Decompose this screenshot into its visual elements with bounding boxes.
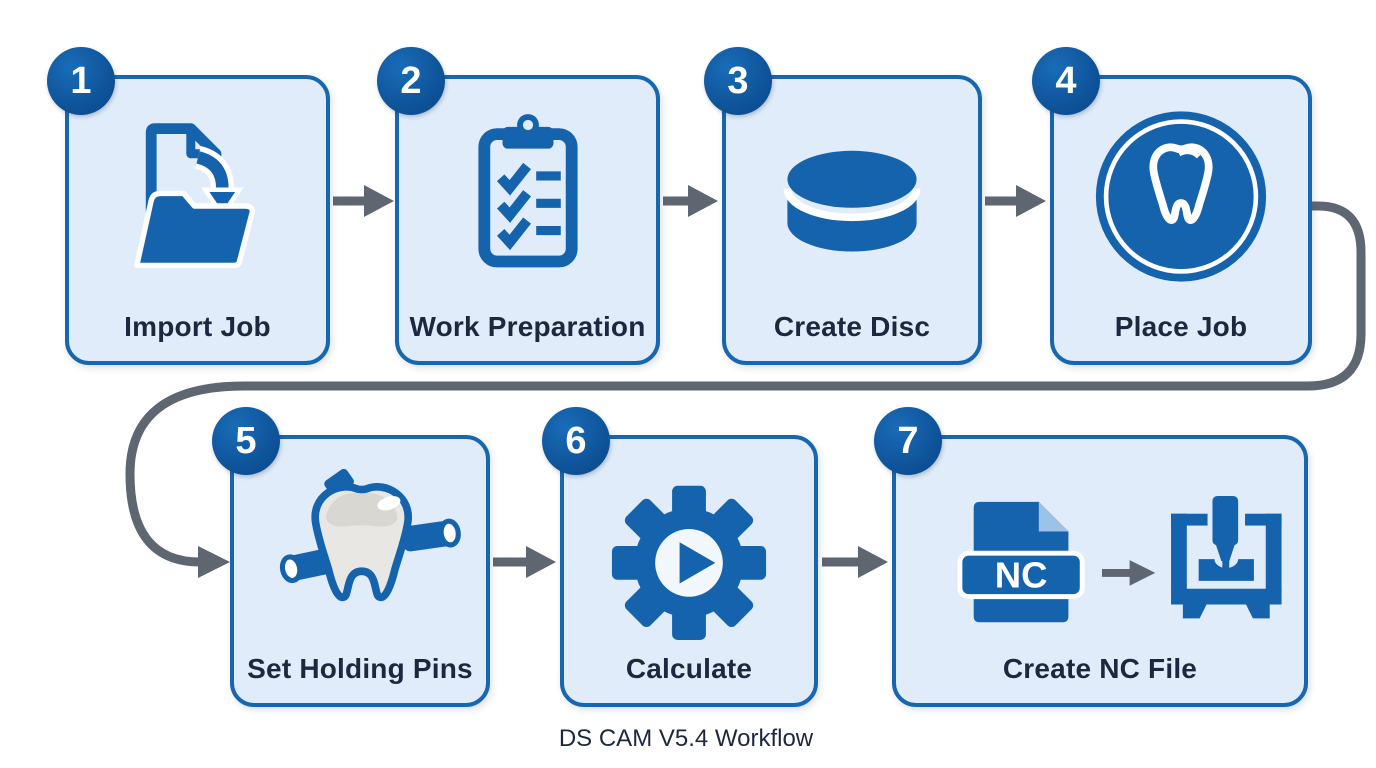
milling-machine-icon xyxy=(1171,495,1282,619)
step-card-calculate: 6 xyxy=(542,407,818,707)
step-number-badge: 6 xyxy=(542,407,610,475)
arrow-step5-step6 xyxy=(493,546,556,578)
arrow-step3-step4 xyxy=(985,185,1046,217)
step-number-badge: 3 xyxy=(704,47,772,115)
gear-play-icon xyxy=(611,485,767,640)
step-card-set-holding-pins: 5 Set Holding Pins xyxy=(212,407,490,707)
step-label: Import Job xyxy=(124,311,271,342)
nc-file-to-machine-icon: NC xyxy=(957,495,1282,623)
arrow-step2-step3 xyxy=(663,185,718,217)
step-number-badge: 5 xyxy=(212,407,280,475)
step-card-create-nc-file: 7 NC xyxy=(874,407,1308,707)
arrow-step6-step7 xyxy=(822,546,888,578)
arrow-step1-step2 xyxy=(333,185,394,217)
import-job-icon xyxy=(133,123,255,269)
step-label: Place Job xyxy=(1114,311,1248,342)
step-card-create-disc: 3 Create Disc xyxy=(704,47,982,365)
step-label: Work Preparation xyxy=(409,311,646,342)
disc-icon xyxy=(783,150,921,252)
diagram-title: DS CAM V5.4 Workflow xyxy=(558,725,814,752)
step-card-place-job: 4 Place Job xyxy=(1032,47,1312,365)
clipboard-checklist-icon xyxy=(477,114,578,268)
tooth-holding-pins-icon xyxy=(279,468,461,602)
step-number-badge: 1 xyxy=(47,47,115,115)
step-number-badge: 2 xyxy=(377,47,445,115)
step-label: Create Disc xyxy=(773,311,931,342)
nc-file-label: NC xyxy=(995,555,1048,596)
step-card-work-preparation: 2 Work Preparation xyxy=(377,47,660,365)
nc-file-icon: NC xyxy=(957,501,1085,623)
step-label: Set Holding Pins xyxy=(247,653,473,684)
step-number-badge: 4 xyxy=(1032,47,1100,115)
step-label: Calculate xyxy=(625,653,753,684)
step-label: Create NC File xyxy=(1002,653,1198,684)
step-number-badge: 7 xyxy=(874,407,942,475)
arrow-icon xyxy=(1101,560,1156,586)
tooth-circle-icon xyxy=(1095,111,1267,282)
step-card-import-job: 1 Import Job xyxy=(47,47,330,365)
